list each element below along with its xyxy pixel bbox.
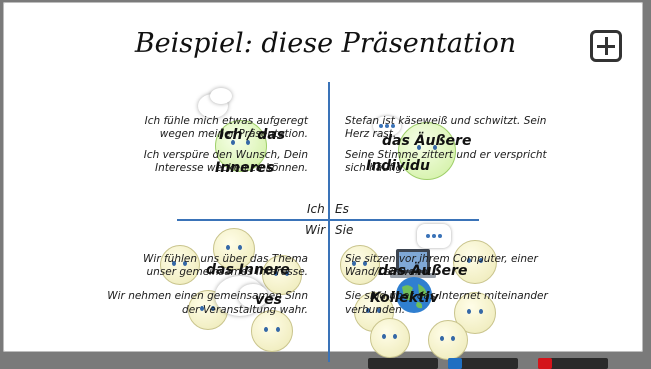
face-avatar xyxy=(398,122,456,180)
quadrant-text-line: Wand/Leinwand. xyxy=(345,266,432,278)
quadrant-text-line: Sie sind über das Internet miteinander xyxy=(345,290,548,302)
face-avatar xyxy=(215,120,267,172)
axis-label-ich: Ich xyxy=(307,202,325,216)
quadrant-text-line: wegen meiner Präsentation. xyxy=(159,128,308,140)
face-avatar xyxy=(428,320,468,360)
thought-cloud xyxy=(210,88,232,104)
axis-label-sie: Sie xyxy=(335,223,354,237)
quadrant-text-line: Ich verspüre den Wunsch, Dein xyxy=(143,149,308,161)
page-title: Beispiel: diese Präsentation xyxy=(134,28,517,59)
quadrant-label: Kollektiv xyxy=(370,290,439,306)
quadrant-label: ves xyxy=(255,292,282,308)
quadrant-label: das Innere xyxy=(206,262,290,278)
quadrant-text-line: der Veranstaltung wahr. xyxy=(182,304,308,316)
quadrant-text-line: Ich fühle mich etwas aufgeregt xyxy=(144,115,308,127)
quadrant-text-line: Interesse wecken zu können. xyxy=(155,162,308,174)
chat-bubble-icon xyxy=(417,224,451,248)
thought-cloud xyxy=(238,284,268,308)
plus-square-icon[interactable] xyxy=(590,30,622,62)
face-avatar xyxy=(453,240,497,284)
speech-bubble-icon xyxy=(373,116,401,136)
globe-icon xyxy=(396,277,432,313)
quadrant-text-line: Seine Stimme zittert und er verspricht xyxy=(345,149,547,161)
pen-tray xyxy=(0,358,651,369)
quadrant-text-line: Wir nehmen einen gemeinsamen Sinn xyxy=(107,290,308,302)
quadrant-label: Individu xyxy=(366,158,430,174)
quadrant-label: Inneres xyxy=(215,160,275,176)
axis-label-wir: Wir xyxy=(305,223,326,237)
quadrant-label: Ich / das xyxy=(219,127,286,143)
quadrant-text-line: Herz rast. xyxy=(345,128,397,140)
quadrant-text-line: Sie sitzen vor ihrem Computer, einer xyxy=(345,253,538,265)
pen-blue[interactable] xyxy=(448,358,518,369)
face-avatar xyxy=(262,255,302,295)
face-avatar xyxy=(370,318,410,358)
laptop-icon xyxy=(390,249,436,278)
axis-label-es: Es xyxy=(335,202,349,216)
quadrant-text-line: unser gemeinsames Interesse. xyxy=(146,266,308,278)
quadrant-label: das Äußere xyxy=(382,133,472,149)
whiteboard[interactable] xyxy=(3,2,643,352)
pen-red[interactable] xyxy=(538,358,608,369)
vertical-axis xyxy=(328,82,330,362)
face-avatar xyxy=(213,228,255,270)
quadrant-text-line: Wir fühlen uns über das Thema xyxy=(143,253,308,265)
quadrant-text-line: verbunden. xyxy=(345,304,406,316)
quadrant-text-line: sich häufig. xyxy=(345,162,406,174)
face-avatar xyxy=(251,310,293,352)
pen-black[interactable] xyxy=(368,358,438,369)
face-avatar xyxy=(340,245,380,285)
quadrant-label: das Äußere xyxy=(378,263,468,279)
face-avatar xyxy=(160,245,200,285)
quadrant-text-line: Stefan ist käseweiß und schwitzt. Sein xyxy=(345,115,547,127)
